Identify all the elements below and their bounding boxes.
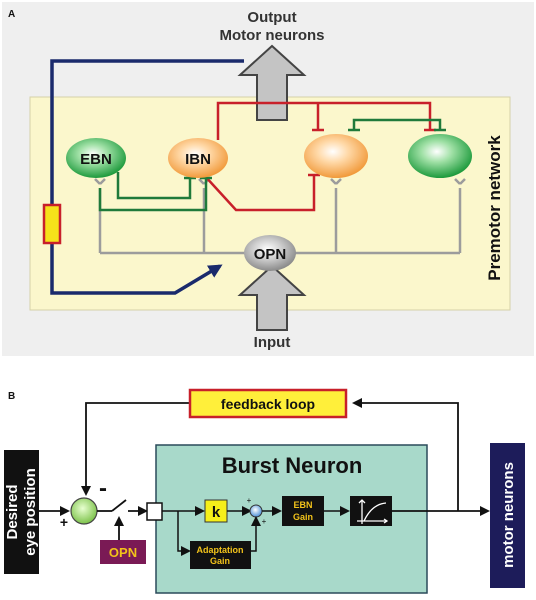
- panel-b-letter: B: [8, 391, 15, 402]
- right-excitatory-neuron: [408, 134, 472, 178]
- ebn-neuron-label: EBN: [80, 151, 112, 168]
- feedback-loop-box: [188, 388, 348, 419]
- output-label: Output: [247, 9, 296, 26]
- opn-box: [100, 540, 146, 564]
- feedback-loop-line: [352, 398, 459, 511]
- ebn-gain-line2: Gain: [293, 512, 313, 522]
- excitatory-connections: [98, 118, 446, 212]
- opn-switch: [111, 499, 127, 512]
- opn-box-label: OPN: [109, 545, 137, 560]
- inhibitory-connections: [198, 101, 436, 212]
- ibn-neuron-label: IBN: [185, 151, 211, 168]
- output-motor-neurons-label: Motor neurons: [220, 27, 325, 44]
- right-inhibitory-neuron: [304, 134, 368, 178]
- motor-neurons-label: motor neurons: [500, 462, 517, 568]
- input-arrow: [237, 264, 307, 331]
- adaptation-gain-line1: Adaptation: [197, 545, 244, 555]
- output-arrow: [237, 44, 307, 121]
- adaptation-gain-line2: Gain: [210, 556, 230, 566]
- adaptation-to-sum-line: [251, 516, 261, 552]
- ibn-neuron: [168, 138, 228, 178]
- feedback-loop-label: feedback loop: [221, 396, 315, 412]
- input-label: Input: [254, 334, 291, 351]
- premotor-network-label: Premotor network: [485, 135, 504, 281]
- inner-summing-junction: [249, 504, 263, 518]
- desired-eye-position-box: [4, 450, 39, 574]
- adaptation-gain-box: [190, 541, 251, 569]
- input-node: [146, 502, 163, 521]
- minus-sign: -: [99, 475, 107, 502]
- panel-a-letter: A: [8, 9, 15, 20]
- desired-label-line1: Desired: [4, 484, 21, 539]
- plus-sign: +: [60, 514, 68, 530]
- opn-neuron-label: OPN: [254, 246, 287, 263]
- saturation-curve-icon: [357, 499, 389, 524]
- motor-neurons-box: [490, 443, 525, 588]
- ebn-neuron: [66, 138, 126, 178]
- summing-junction: [70, 497, 98, 525]
- ebn-gain-line1: EBN: [293, 500, 312, 510]
- adaptation-branch-line: [177, 511, 191, 556]
- k-gain-label: k: [212, 504, 221, 521]
- ebn-gain-box: [282, 496, 324, 526]
- desired-label-line2: eye position: [22, 468, 39, 556]
- inner-plus-bottom: +: [262, 517, 267, 526]
- integrator-box: [42, 203, 62, 245]
- inner-plus-top: +: [247, 496, 252, 505]
- feedback-return-line: [81, 402, 190, 496]
- opn-neuron: [244, 235, 296, 271]
- burst-neuron-title: Burst Neuron: [222, 453, 363, 478]
- navy-output-pathway: [50, 59, 244, 295]
